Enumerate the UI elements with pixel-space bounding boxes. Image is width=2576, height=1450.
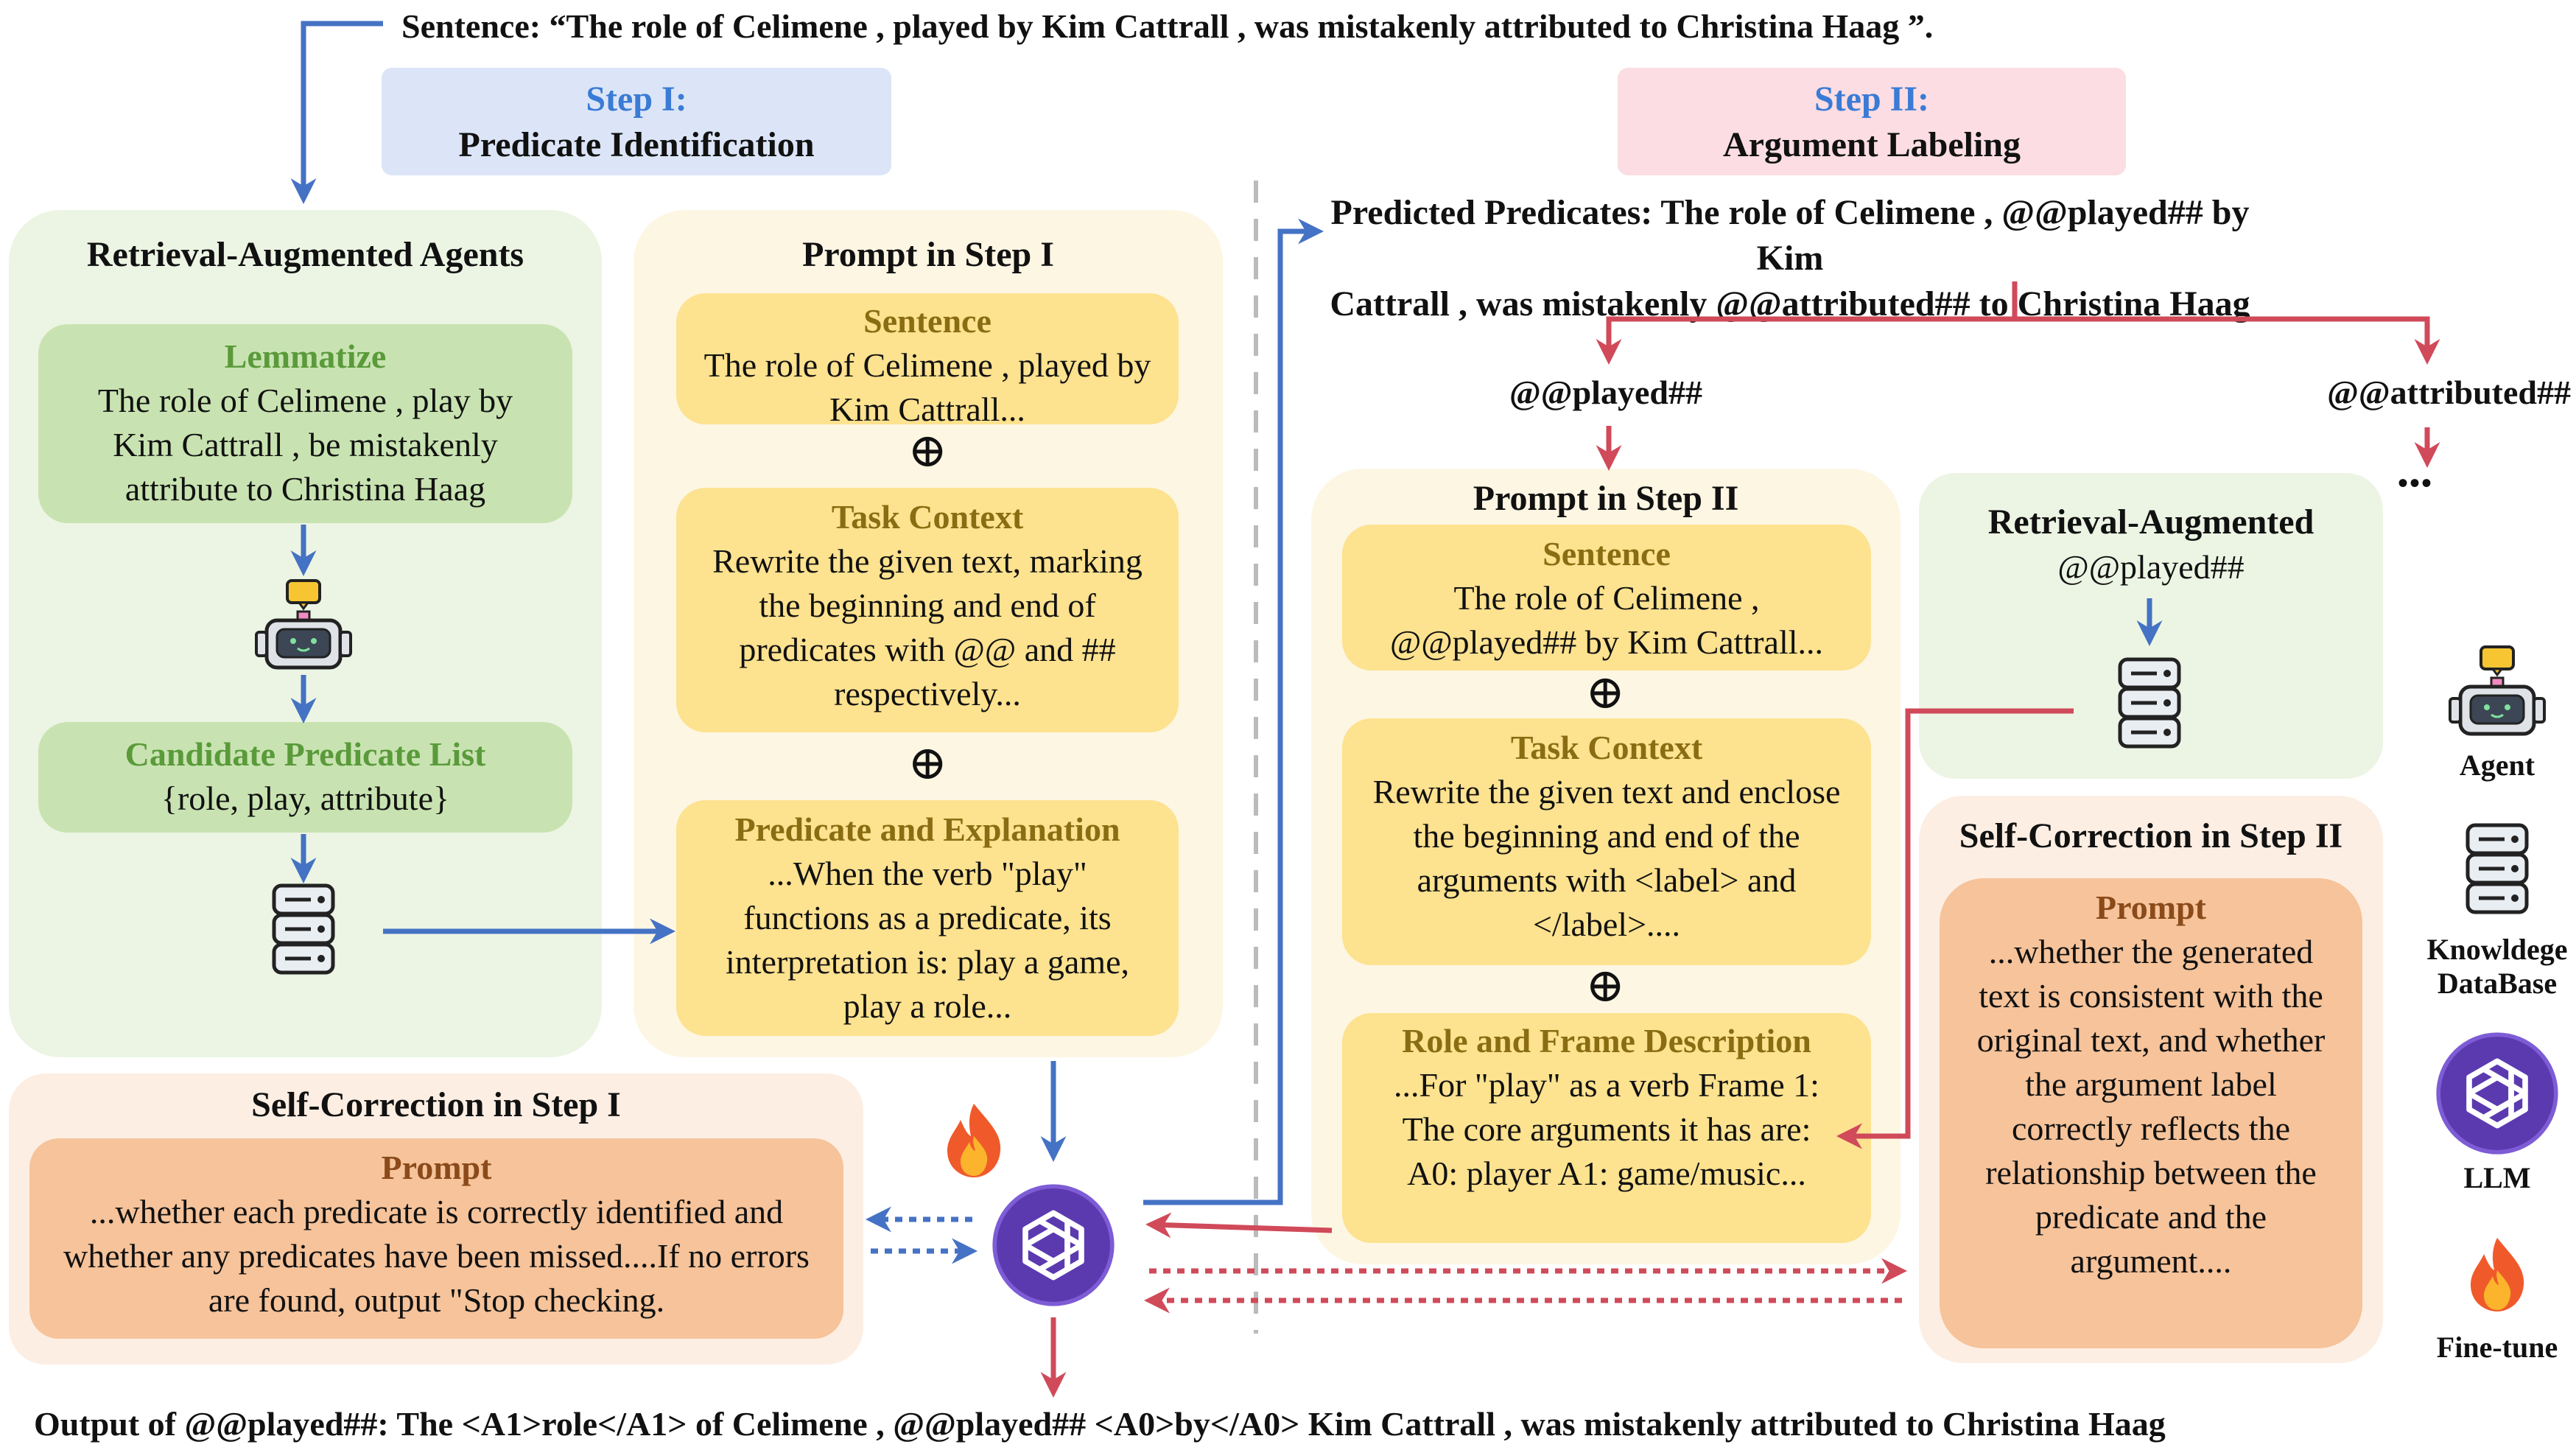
retrieval-augmented-step2-title: Retrieval-Augmented [1987,502,2314,542]
legend-kb-line1: Knowldege [2426,933,2568,966]
lemmatize-box: Lemmatize The role of Celimene , play by… [38,324,572,523]
prompt2-task-title: Task Context [1510,729,1703,766]
arrow-rag2-to-role [1836,708,2074,1149]
legend-agent-icon [2450,647,2544,734]
legend-fire-icon [2471,1238,2524,1311]
self-correction-step2-title: Self-Correction in Step II [1959,816,2343,855]
legend-llm-icon [2438,1034,2556,1152]
oplus-icon: ⊕ [908,737,947,789]
llm-icon [994,1186,1112,1304]
step2-label: Step II: [1814,80,1930,119]
prompt1-sentence-text: The role of Celimene , played by Kim Cat… [703,346,1151,428]
step2-title: Argument Labeling [1722,125,2021,164]
prompt2-sentence-text: The role of Celimene , @@played## by Kim… [1389,579,1824,661]
lemmatize-text: The role of Celimene , play by Kim Cattr… [97,382,513,508]
retrieval-agents-title: Retrieval-Augmented Agents [86,235,524,274]
prompt2-sentence-box: Sentence The role of Celimene , @@played… [1342,525,1871,670]
predicted-line1: Predicted Predicates: The role of Celime… [1330,193,2250,278]
step2-header: Step II: Argument Labeling [1618,68,2126,175]
arrow-llm-to-predicted [1143,218,1324,1205]
prompt1-predicate-title: Predicate and Explanation [734,810,1120,848]
legend-agent-label: Agent [2459,749,2535,782]
agent-icon [256,581,351,668]
prompt-step2-title: Prompt in Step II [1473,479,1739,518]
arrow-sentence-to-agents [290,21,383,204]
candidate-text: {role, play, attribute} [161,780,450,817]
database-icon [274,886,333,973]
output-text: Output of @@played##: The <A1>role</A1> … [34,1405,2166,1443]
branch-attributed-label: @@attributed## [2327,374,2571,411]
prompt1-sentence-box: Sentence The role of Celimene , played b… [676,293,1179,428]
sc1-prompt-title: Prompt [381,1149,492,1186]
prompt-step1-title: Prompt in Step I [802,235,1054,274]
retrieval-augmented-step2-subtitle: @@played## [2057,548,2245,586]
step1-title: Predicate Identification [458,125,815,164]
red-tree-branches [1606,316,2430,356]
more-branches-ellipsis: ••• [2398,466,2434,500]
prompt2-role-text: ...For "play" as a verb Frame 1: The cor… [1394,1066,1819,1192]
oplus-icon: ⊕ [1585,959,1625,1012]
oplus-icon: ⊕ [1585,666,1625,718]
prompt1-predicate-box: Predicate and Explanation ...When the ve… [676,800,1179,1036]
self-correction-step2-prompt: Prompt ...whether the generated text is … [1940,878,2362,1348]
database-icon [2120,659,2179,746]
legend-kb-label: Knowldege DataBase [2401,933,2576,1001]
prompt1-predicate-text: ...When the verb "play" functions as a p… [726,855,1129,1025]
prompt2-sentence-title: Sentence [1543,535,1671,572]
prompt1-sentence-title: Sentence [863,302,992,340]
step1-header: Step I: Predicate Identification [382,68,891,175]
fire-icon [947,1104,1001,1177]
branch-played-label: @@played## [1509,374,1702,411]
self-correction-step1-title: Self-Correction in Step I [251,1085,621,1124]
candidate-list-box: Candidate Predicate List {role, play, at… [38,722,572,833]
legend-database-icon [2468,825,2527,912]
prompt1-task-text: Rewrite the given text, marking the begi… [712,542,1143,712]
step1-label: Step I: [586,80,687,119]
oplus-icon: ⊕ [908,424,947,477]
lemmatize-title: Lemmatize [224,337,387,375]
sc2-prompt-text: ...whether the generated text is consist… [1976,933,2326,1280]
prompt2-role-box: Role and Frame Description ...For "play"… [1342,1013,1871,1243]
prompt2-task-text: Rewrite the given text and enclose the b… [1372,773,1841,943]
prompt1-task-box: Task Context Rewrite the given text, mar… [676,488,1179,732]
candidate-title: Candidate Predicate List [124,735,486,773]
arrow-prompt2-to-llm [1145,1212,1333,1239]
prompt2-role-title: Role and Frame Description [1402,1022,1811,1060]
sc1-prompt-text: ...whether each predicate is correctly i… [63,1193,810,1319]
legend-llm-label: LLM [2463,1161,2531,1194]
prompt1-task-title: Task Context [831,498,1024,536]
legend-finetune-label: Fine-tune [2436,1331,2558,1364]
prompt2-task-box: Task Context Rewrite the given text and … [1342,718,1871,965]
retrieval-augmented-step2-panel: Retrieval-Augmented @@played## [1919,473,2383,779]
self-correction-step1-prompt: Prompt ...whether each predicate is corr… [29,1138,843,1339]
sc2-prompt-title: Prompt [2096,889,2206,926]
legend-kb-line2: DataBase [2437,967,2558,1000]
input-sentence: Sentence: “The role of Celimene , played… [401,7,1934,45]
